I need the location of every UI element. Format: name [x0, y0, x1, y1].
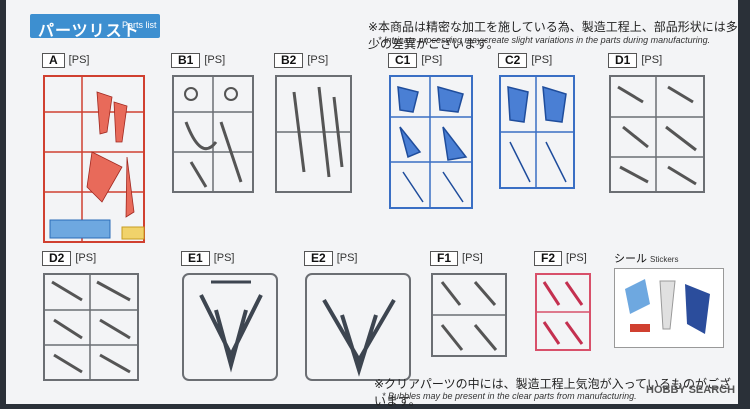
part-f2: F2[PS] [534, 250, 594, 351]
runner-e2-diagram [305, 273, 411, 381]
runner-b1-diagram [172, 75, 254, 193]
part-c1-code: C1 [388, 52, 418, 68]
part-b1-material: [PS] [204, 54, 226, 66]
part-a-code: A [42, 52, 65, 68]
runner-e1-diagram [182, 273, 278, 381]
part-e1: E1[PS] [181, 250, 281, 381]
part-e1-code: E1 [181, 250, 210, 266]
part-c1-material: [PS] [421, 54, 443, 66]
part-d2-code: D2 [42, 250, 72, 266]
runner-f1-diagram [431, 273, 507, 357]
part-f1-code: F1 [430, 250, 459, 266]
part-b1-code: B1 [171, 52, 201, 68]
header-title-jp: パーツリスト [38, 23, 140, 40]
part-c1: C1[PS] [388, 52, 478, 209]
part-f1: F1[PS] [430, 250, 510, 357]
part-f2-material: [PS] [566, 252, 587, 264]
note-top-jp: ※本商品は精密な加工を施している為、製造工程上、部品形状には多少の差異がございま… [368, 20, 738, 51]
part-d2-material: [PS] [75, 252, 97, 264]
part-d1: D1[PS] [608, 52, 708, 193]
runner-d1-diagram [609, 75, 705, 193]
part-b2: B2[PS] [274, 52, 354, 193]
sticker-sheet [614, 268, 724, 348]
part-e2-code: E2 [304, 250, 333, 266]
part-b2-material: [PS] [307, 54, 329, 66]
part-b1: B1[PS] [171, 52, 256, 193]
runner-c1-diagram [389, 75, 473, 209]
part-d1-material: [PS] [641, 54, 663, 66]
part-e2: E2[PS] [304, 250, 414, 381]
runner-c2-diagram [499, 75, 575, 189]
stickers-label-en: Stickers [650, 255, 679, 264]
part-f1-material: [PS] [462, 252, 483, 264]
watermark: HOBBY SEARCH [646, 384, 736, 396]
stickers-label-jp: シール [614, 253, 647, 265]
runner-f2-diagram [535, 273, 591, 351]
part-a-material: [PS] [68, 54, 90, 66]
part-a: A[PS] [42, 52, 152, 243]
header-title-en: Parts list [122, 20, 157, 30]
part-b2-code: B2 [274, 52, 304, 68]
parts-list-header: パーツリスト Parts list [30, 14, 160, 40]
part-e2-material: [PS] [336, 252, 358, 264]
part-f2-code: F2 [534, 250, 563, 266]
part-c2: C2[PS] [498, 52, 578, 189]
runner-a-diagram [43, 75, 145, 243]
runner-d2-diagram [43, 273, 139, 381]
runner-b2-diagram [275, 75, 352, 193]
note-top-en: * Intricate processing may create slight… [378, 35, 711, 45]
sticker-sheet-art [625, 279, 710, 334]
part-c2-code: C2 [498, 52, 528, 68]
note-bottom-en: * Bubbles may be present in the clear pa… [382, 391, 637, 401]
part-c2-material: [PS] [531, 54, 553, 66]
part-d2: D2[PS] [42, 250, 142, 381]
part-e1-material: [PS] [213, 252, 235, 264]
part-d1-code: D1 [608, 52, 638, 68]
